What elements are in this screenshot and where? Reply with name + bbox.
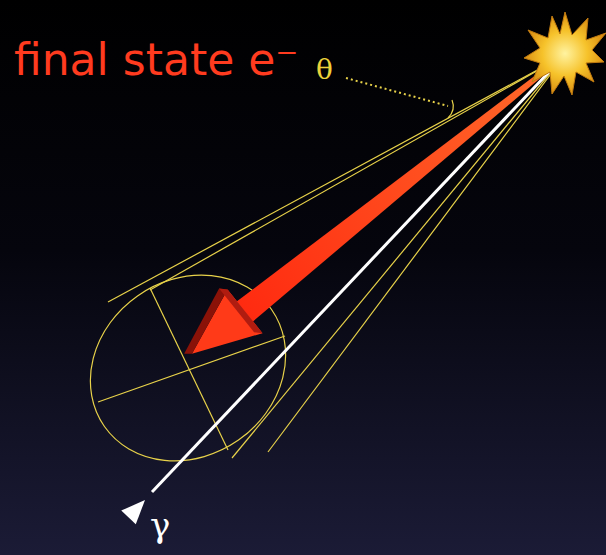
photon-arrow	[121, 55, 565, 524]
angle-symbol: θ	[316, 56, 333, 84]
electron-label: final state e⁻	[14, 38, 299, 82]
electron-arrow	[166, 36, 573, 380]
photon-symbol: γ	[150, 508, 170, 542]
theta-leader	[346, 78, 448, 106]
interaction-star	[524, 12, 606, 95]
